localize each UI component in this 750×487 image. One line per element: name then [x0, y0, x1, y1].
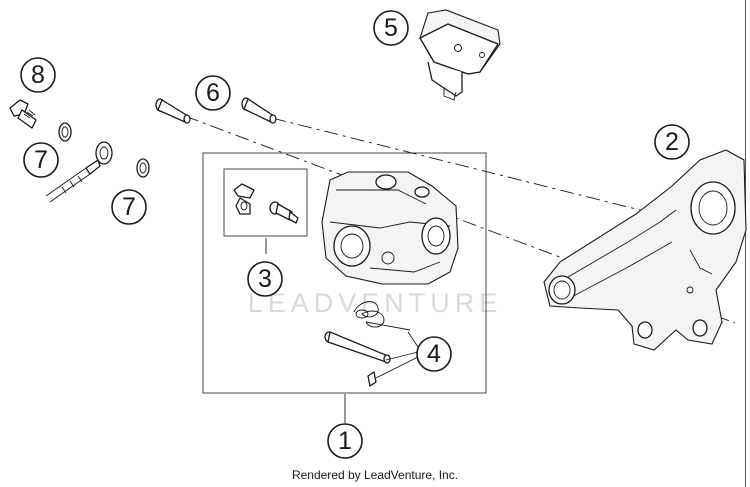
svg-text:7: 7 [34, 146, 48, 174]
callout-3: 3 [247, 261, 283, 297]
callout-7-upper: 7 [23, 142, 59, 178]
pad-pin [324, 331, 391, 364]
brake-line [45, 141, 113, 203]
svg-text:2: 2 [665, 128, 679, 156]
callout-2: 2 [654, 124, 690, 160]
caliper-carrier [543, 149, 747, 351]
svg-text:3: 3 [258, 265, 272, 293]
bleeder-valve [269, 201, 299, 224]
callout-1: 1 [327, 423, 363, 459]
pin-clip [367, 371, 377, 387]
svg-text:6: 6 [206, 79, 220, 107]
svg-text:4: 4 [427, 340, 441, 368]
brake-caliper [321, 171, 459, 285]
brake-pads [419, 9, 501, 101]
leader-4c [375, 355, 421, 379]
sealing-washer-upper [58, 122, 72, 142]
slide-pin-right [241, 97, 277, 124]
watermark-text: LEADVENTURE [248, 288, 503, 318]
callout-4: 4 [416, 336, 452, 372]
svg-text:5: 5 [384, 14, 398, 42]
banjo-bolt [9, 99, 37, 129]
footer-credit: Rendered by LeadVenture, Inc. [291, 468, 459, 482]
sealing-washer-lower [136, 158, 150, 178]
callout-6: 6 [195, 75, 231, 111]
retaining-clip [353, 301, 411, 331]
bleeder-fitting [233, 183, 255, 215]
svg-text:7: 7 [122, 193, 136, 221]
callout-8: 8 [20, 57, 56, 93]
callout-5: 5 [373, 10, 409, 46]
right-edge-line [745, 0, 746, 487]
slide-pin-left [155, 98, 191, 124]
svg-text:1: 1 [338, 427, 352, 455]
callout-7-lower: 7 [111, 189, 147, 225]
svg-text:8: 8 [31, 61, 45, 89]
caliper-assembly-box [202, 152, 487, 394]
fittings-box [223, 168, 308, 237]
leader-4a [385, 351, 419, 361]
